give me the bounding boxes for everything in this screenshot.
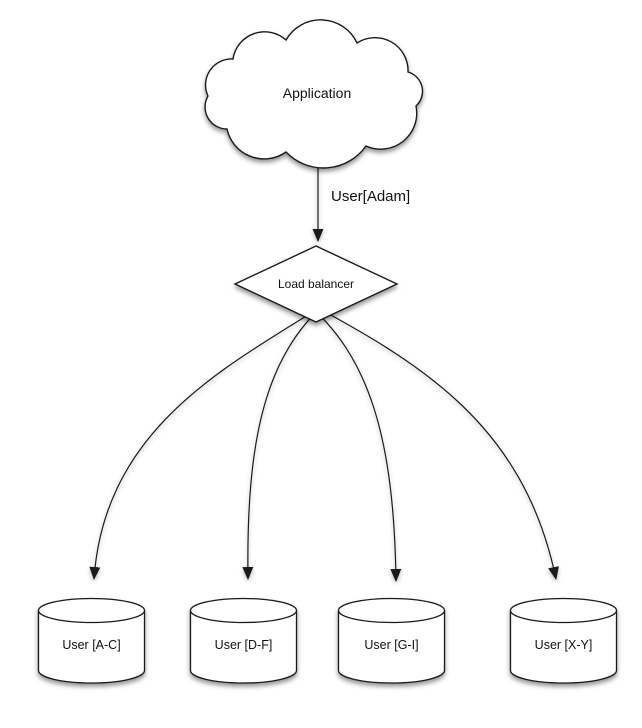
cylinder-body [337,609,446,684]
edge-loadbalancer-to-shard-d-f [242,300,329,580]
shard-d-f-label: User [D-F] [215,638,273,652]
cylinder-top [337,597,446,624]
cylinder-top [37,597,146,624]
node-application: Application [204,19,424,169]
shard-a-c-label: User [A-C] [62,638,120,652]
load-balancer-label: Load balancer [278,277,354,291]
node-shard-g-i: User [G-I] [337,597,446,684]
edge-loadbalancer-to-shard-x-y [295,295,559,580]
edge-label-user-adam: User[Adam] [331,188,410,205]
edge-loadbalancer-to-shard-a-c [89,295,339,580]
cylinder-body [189,609,298,684]
edge-loadbalancer-to-shard-g-i [303,300,402,582]
node-shard-a-c: User [A-C] [37,597,146,684]
node-load-balancer: Load balancer [233,245,399,323]
diamond-shape [233,245,399,323]
shard-x-y-label: User [X-Y] [535,638,593,652]
edges-layer [89,157,559,582]
cylinder-body [509,609,618,684]
cloud-shape [204,19,424,169]
cylinder-top [509,597,618,624]
cylinder-top [189,597,298,624]
cylinder-body [37,609,146,684]
node-shard-d-f: User [D-F] [189,597,298,684]
shard-g-i-label: User [G-I] [364,638,418,652]
application-label: Application [283,85,352,101]
node-shard-x-y: User [X-Y] [509,597,618,684]
